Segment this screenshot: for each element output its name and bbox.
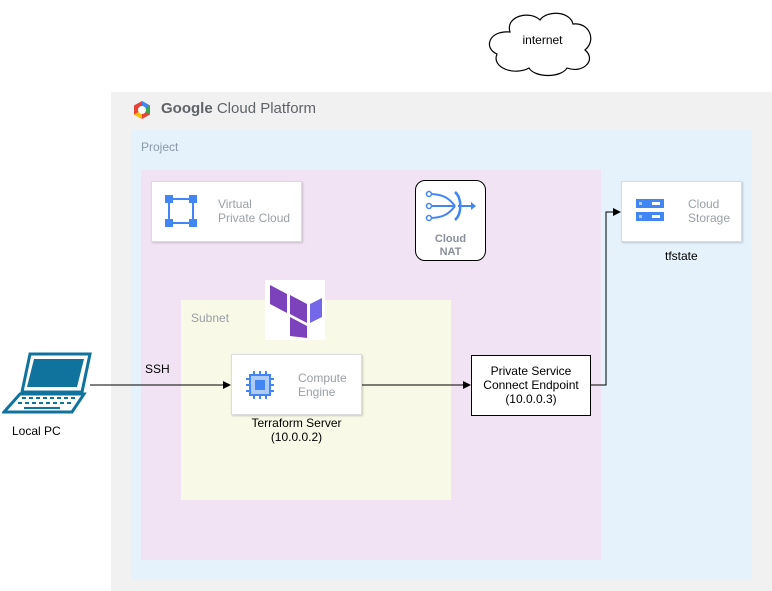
gcp-title: Google Cloud Platform [161, 100, 317, 117]
ssh-edge-label: SSH [145, 362, 170, 376]
cloud-shape-icon [488, 12, 592, 77]
cloud-nat-icon [425, 190, 476, 222]
psc-endpoint-box[interactable] [471, 355, 591, 416]
vpc-icon [165, 195, 197, 227]
cloud-storage-icon [636, 199, 664, 221]
internet-label: internet [522, 33, 563, 47]
laptop-icon [2, 352, 92, 414]
tfstate-caption: tfstate [665, 249, 698, 263]
terraform-logo-icon [265, 280, 325, 340]
compute-engine-icon [246, 371, 274, 399]
project-label: Project [141, 140, 179, 154]
subnet-label: Subnet [191, 311, 230, 325]
local-pc-label: Local PC [12, 424, 61, 438]
terraform-server-caption: Terraform Server(10.0.0.2) [251, 416, 342, 444]
